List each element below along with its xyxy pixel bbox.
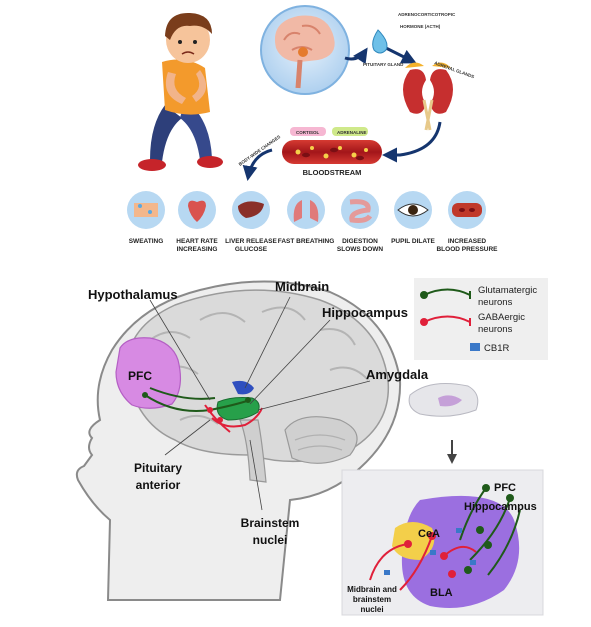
amygdala-label: Amygdala (366, 367, 429, 382)
brainstem-label: nuclei (253, 533, 288, 547)
symptom-label-line1: HEART RATE (176, 238, 218, 245)
arrow-to-adrenal (385, 46, 417, 64)
acth-label-line2: HORMONE (ACTH) (400, 24, 441, 29)
arrow-to-bloodstream (382, 121, 442, 163)
arrow-to-pituitary (344, 47, 368, 65)
lungs-icon (287, 191, 325, 229)
pituitary-label: Pituitary (134, 461, 182, 475)
rat-brain-illustration (408, 383, 479, 417)
pfc-label: PFC (128, 369, 152, 383)
bloodstream-label: BLOODSTREAM (303, 168, 362, 177)
amygdala-leader (257, 380, 371, 411)
inset-bla-label: BLA (430, 587, 453, 599)
inset-hippocampus-label: Hippocampus (464, 501, 537, 513)
gabaergic-pathway (204, 404, 231, 433)
midbrain-label: Midbrain (275, 279, 329, 294)
boy-illustration (138, 12, 223, 171)
arrow-to-body-changes (242, 148, 273, 181)
inset-glutamatergic-pathway (459, 487, 521, 576)
pfc-region (115, 337, 182, 409)
adrenaline-pill (332, 127, 368, 136)
hippocampus-leader (249, 319, 331, 405)
legend-cb1r-label: CB1R (484, 343, 509, 354)
legend-gabaergic-label: GABAergic (478, 312, 525, 323)
inset-midbrain-label: brainstem (353, 595, 391, 604)
legend-glutamatergic-line (423, 288, 471, 296)
hippocampus-label: Hippocampus (322, 305, 408, 320)
hippocampus-region (216, 397, 260, 421)
symptom-label-line1: FAST BREATHING (278, 238, 335, 245)
cortisol-pill (290, 127, 326, 136)
symptom-label-line1: SWEATING (129, 238, 164, 245)
pituitary-gland-label: PITUITARY GLAND (363, 62, 404, 67)
hypothalamus-leader (149, 299, 211, 401)
inset-midbrain-label: nuclei (360, 605, 383, 614)
pituitary-gland-icon (372, 29, 388, 54)
symptom-label-line2: GLUCOSE (235, 246, 268, 253)
cb1r-icon (470, 343, 480, 351)
hypothalamus-label: Hypothalamus (88, 287, 178, 302)
symptom-label-line1: LIVER RELEASE (225, 238, 277, 245)
legend-glutamatergic-label: neurons (478, 297, 513, 308)
bloodstream-tube (282, 140, 382, 164)
cortisol-label: CORTISOL (296, 130, 320, 135)
bla-region (401, 495, 520, 608)
inset-midbrain-label: Midbrain and (347, 585, 397, 594)
symptom-label-line2: BLOOD PRESSURE (436, 246, 498, 253)
cea-region (392, 522, 435, 560)
brainstem-leader (249, 439, 263, 511)
adrenaline-label: ADRENALINE (337, 130, 367, 135)
body-changes-label: BODY-WIDE CHANGES (238, 134, 282, 167)
legend-gabaergic-label: neurons (478, 324, 513, 335)
brain-circle-illustration (260, 5, 350, 95)
symptom-icons-row (127, 191, 486, 229)
symptom-label-line1: PUPIL DILATE (391, 238, 435, 245)
pituitary-label: anterior (136, 478, 181, 492)
kidneys-icon (403, 62, 453, 131)
symptom-label-line1: INCREASED (448, 238, 487, 245)
symptom-label-line2: SLOWS DOWN (337, 246, 384, 253)
legend-gabaergic-line (423, 315, 471, 323)
acth-label-line1: ADRENOCORTICOTROPIC (398, 12, 456, 17)
inset-cea-label: CeA (418, 528, 440, 540)
pituitary-leader (164, 419, 211, 456)
symptom-label-line1: DIGESTION (342, 238, 378, 245)
brain-illustration (126, 289, 390, 483)
midbrain-leader (244, 296, 291, 389)
inset-pfc-label: PFC (494, 482, 516, 494)
midbrain-region (232, 380, 254, 395)
legend-glutamatergic-label: Glutamatergic (478, 285, 537, 296)
symptom-label-line2: INCREASING (177, 246, 218, 253)
brainstem-label: Brainstem (241, 516, 300, 530)
